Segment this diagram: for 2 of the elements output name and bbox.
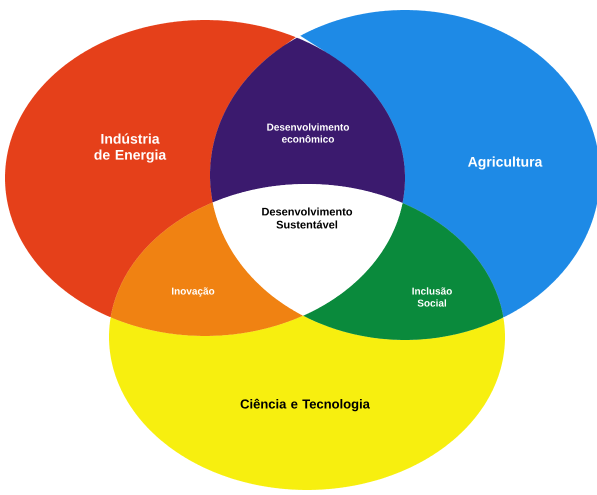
circle-region: Ciência e Tecnologia <box>109 316 505 490</box>
overlap-region: Desenvolvimento econômico <box>210 38 405 203</box>
